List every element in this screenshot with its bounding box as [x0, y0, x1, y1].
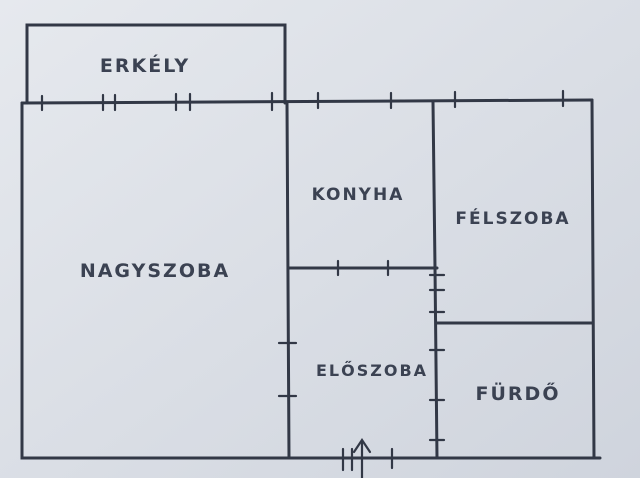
- room-label-bathroom: FÜRDŐ: [476, 381, 561, 405]
- room-label-half-room: FÉLSZOBA: [455, 207, 570, 229]
- outer-wall-left-bottom: [20, 101, 602, 460]
- top-wall: [20, 98, 594, 105]
- room-label-hallway: ELŐSZOBA: [316, 360, 428, 380]
- entrance-arrow-icon: [352, 438, 372, 478]
- room-label-kitchen: KONYHA: [312, 185, 405, 205]
- entrance-door: [341, 447, 394, 472]
- living-room-wall: [285, 101, 291, 460]
- room-label-living-room: NAGYSZOBA: [80, 260, 230, 282]
- right-wall: [590, 98, 596, 460]
- balcony-walls: [25, 23, 287, 105]
- room-label-balcony: ERKÉLY: [100, 54, 190, 77]
- top-wall-window-marks: [40, 89, 565, 112]
- interior-door-marks: [277, 259, 446, 442]
